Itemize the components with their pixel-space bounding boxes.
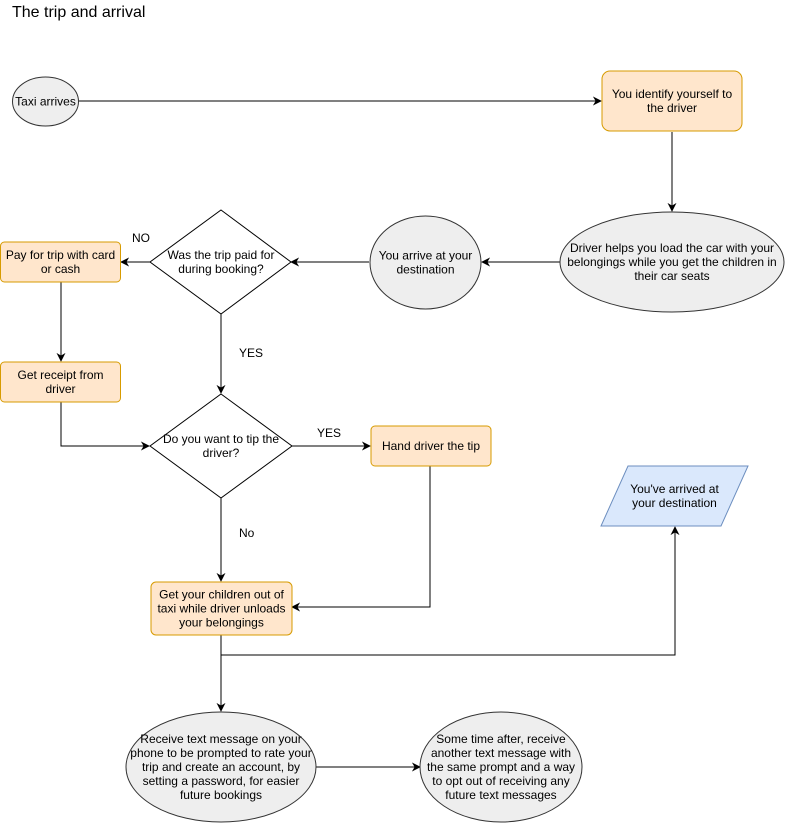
node-hand-driver-tip-label: Hand driver the tip	[382, 439, 480, 453]
label-line: Get receipt from	[17, 368, 103, 382]
node-hand-driver-tip: Hand driver the tip	[370, 425, 492, 467]
node-taxi-arrives: Taxi arrives	[12, 76, 79, 127]
label-line: or cash	[41, 262, 80, 276]
label-line: another text message with	[431, 746, 571, 760]
label-line: phone to be prompted to rate your	[130, 746, 311, 760]
diagram-title: The trip and arrival	[12, 4, 145, 21]
label-line: driver?	[203, 446, 240, 460]
label-line: Was the trip paid for	[168, 248, 275, 262]
label-line: your destination	[632, 496, 717, 510]
edge-label-paid-yes: YES	[239, 346, 263, 360]
label-line: the driver	[647, 101, 697, 115]
edge-children-to-arrived	[220, 526, 680, 656]
label-line: trip and create an account, by	[142, 760, 300, 774]
label-line: Driver helps you load the car with your	[570, 241, 774, 255]
label-line: Get your children out of	[159, 588, 284, 602]
label-line: Do you want to tip the	[163, 432, 279, 446]
edge-label-tip-yes: YES	[317, 426, 341, 440]
label-line: destination	[396, 263, 454, 277]
label-line: to opt out of receiving any	[432, 774, 569, 788]
label-line: belongings while you get the children in	[567, 255, 776, 269]
edge-hand-tip-to-children	[291, 465, 431, 612]
label-line: their car seats	[634, 269, 709, 283]
label-line: Receive text message on your	[140, 732, 301, 746]
label-line: You've arrived at	[630, 482, 719, 496]
label-line: Some time after, receive	[436, 732, 566, 746]
label-line: the same prompt and a way	[427, 760, 575, 774]
edge-receipt-to-tip-question	[60, 402, 150, 451]
label-line: Taxi arrives	[15, 95, 76, 109]
label-line: taxi while driver unloads	[157, 602, 285, 616]
label-line: during booking?	[178, 262, 264, 276]
label-line: Hand driver the tip	[382, 439, 480, 453]
label-line: future text messages	[445, 788, 556, 802]
label-line: future bookings	[180, 788, 262, 802]
node-taxi-arrives-label: Taxi arrives	[15, 95, 76, 109]
label-line: You arrive at your	[379, 249, 473, 263]
label-line: driver	[45, 382, 75, 396]
label-line: You identify yourself to	[612, 87, 733, 101]
edge-label-paid-no: NO	[132, 231, 150, 245]
label-line: your belongings	[179, 616, 264, 630]
label-line: Pay for trip with card	[6, 248, 115, 262]
edge-label-tip-no: No	[239, 526, 255, 540]
label-line: setting a password, for easier	[143, 774, 300, 788]
edges	[56, 96, 680, 772]
